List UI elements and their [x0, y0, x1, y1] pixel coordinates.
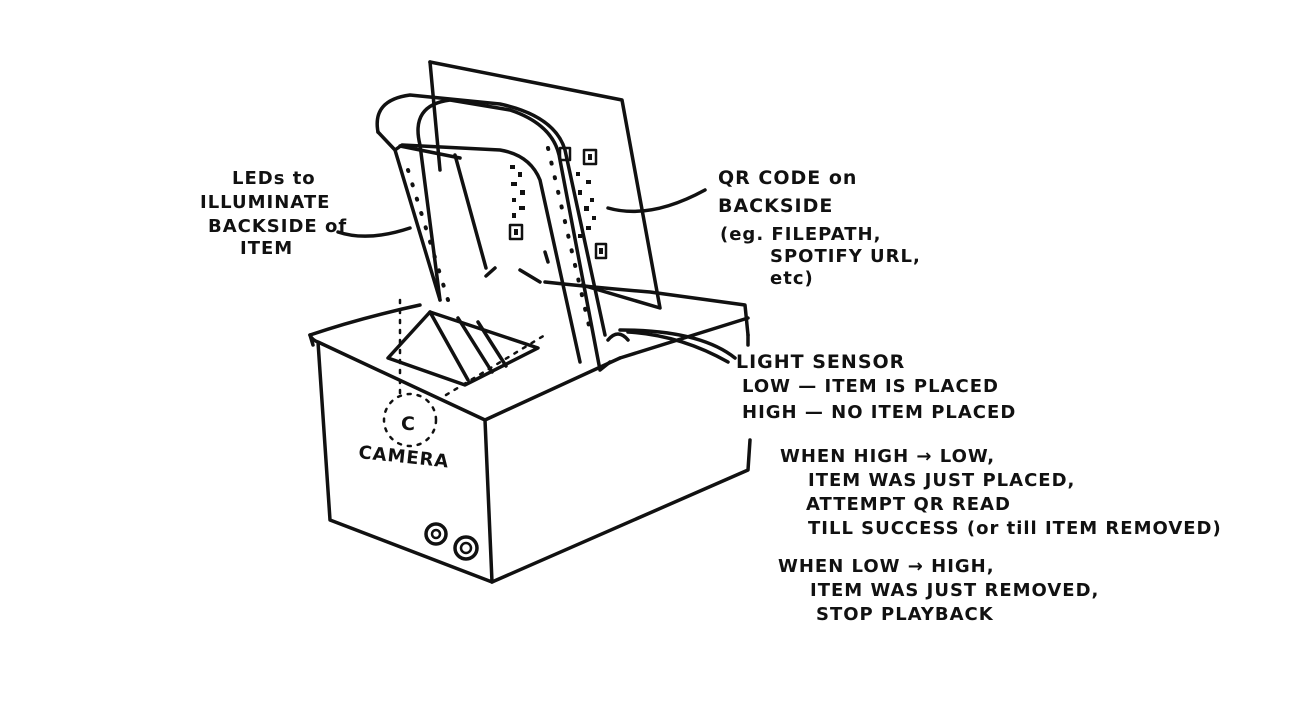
sensor-callout-line — [626, 330, 730, 364]
leds-line-3: BACKSIDE of — [208, 216, 347, 237]
knob-2 — [453, 535, 479, 561]
low-to-high-line-3: STOP PLAYBACK — [816, 604, 994, 625]
high-to-low-line-4: TILL SUCCESS (or till ITEM REMOVED) — [808, 518, 1222, 539]
high-to-low-line-3: ATTEMPT QR READ — [806, 494, 1011, 515]
qr-line-3: (eg. FILEPATH, — [720, 224, 881, 245]
high-to-low-annotation: WHEN HIGH → LOW, ITEM WAS JUST PLACED, A… — [780, 446, 1222, 539]
camera-letter: C — [401, 413, 416, 435]
qr-callout-line — [606, 188, 707, 214]
low-to-high-annotation: WHEN LOW → HIGH, ITEM WAS JUST REMOVED, … — [778, 556, 1099, 625]
leds-annotation: LEDs to ILLUMINATE BACKSIDE of ITEM — [200, 168, 347, 259]
light-sensor-low: LOW — ITEM IS PLACED — [742, 376, 999, 397]
leds-line-4: ITEM — [240, 238, 293, 259]
led-arch — [375, 93, 612, 372]
qr-line-1: QR CODE on — [718, 167, 857, 189]
low-to-high-line-1: WHEN LOW → HIGH, — [778, 556, 995, 577]
high-to-low-line-1: WHEN HIGH → LOW, — [780, 446, 995, 467]
knob-1 — [424, 522, 448, 546]
light-sensor-annotation: LIGHT SENSOR LOW — ITEM IS PLACED HIGH —… — [736, 351, 1016, 423]
camera — [382, 392, 438, 448]
box — [308, 266, 752, 584]
low-to-high-line-2: ITEM WAS JUST REMOVED, — [810, 580, 1099, 601]
qr-annotation: QR CODE on BACKSIDE (eg. FILEPATH, SPOTI… — [718, 167, 921, 289]
high-to-low-line-2: ITEM WAS JUST PLACED, — [808, 470, 1075, 491]
camera-window — [386, 298, 547, 397]
qr-line-2: BACKSIDE — [718, 195, 833, 217]
qr-code — [508, 146, 608, 260]
camera-label: CAMERA — [357, 442, 450, 472]
light-sensor-high: HIGH — NO ITEM PLACED — [742, 402, 1016, 423]
leds-line-1: LEDs to — [232, 168, 316, 189]
qr-line-5: etc) — [770, 268, 814, 289]
leds-callout-line — [336, 226, 412, 238]
light-sensor-title: LIGHT SENSOR — [736, 351, 905, 373]
leds-line-2: ILLUMINATE — [200, 192, 330, 213]
qr-line-4: SPOTIFY URL, — [770, 246, 921, 267]
